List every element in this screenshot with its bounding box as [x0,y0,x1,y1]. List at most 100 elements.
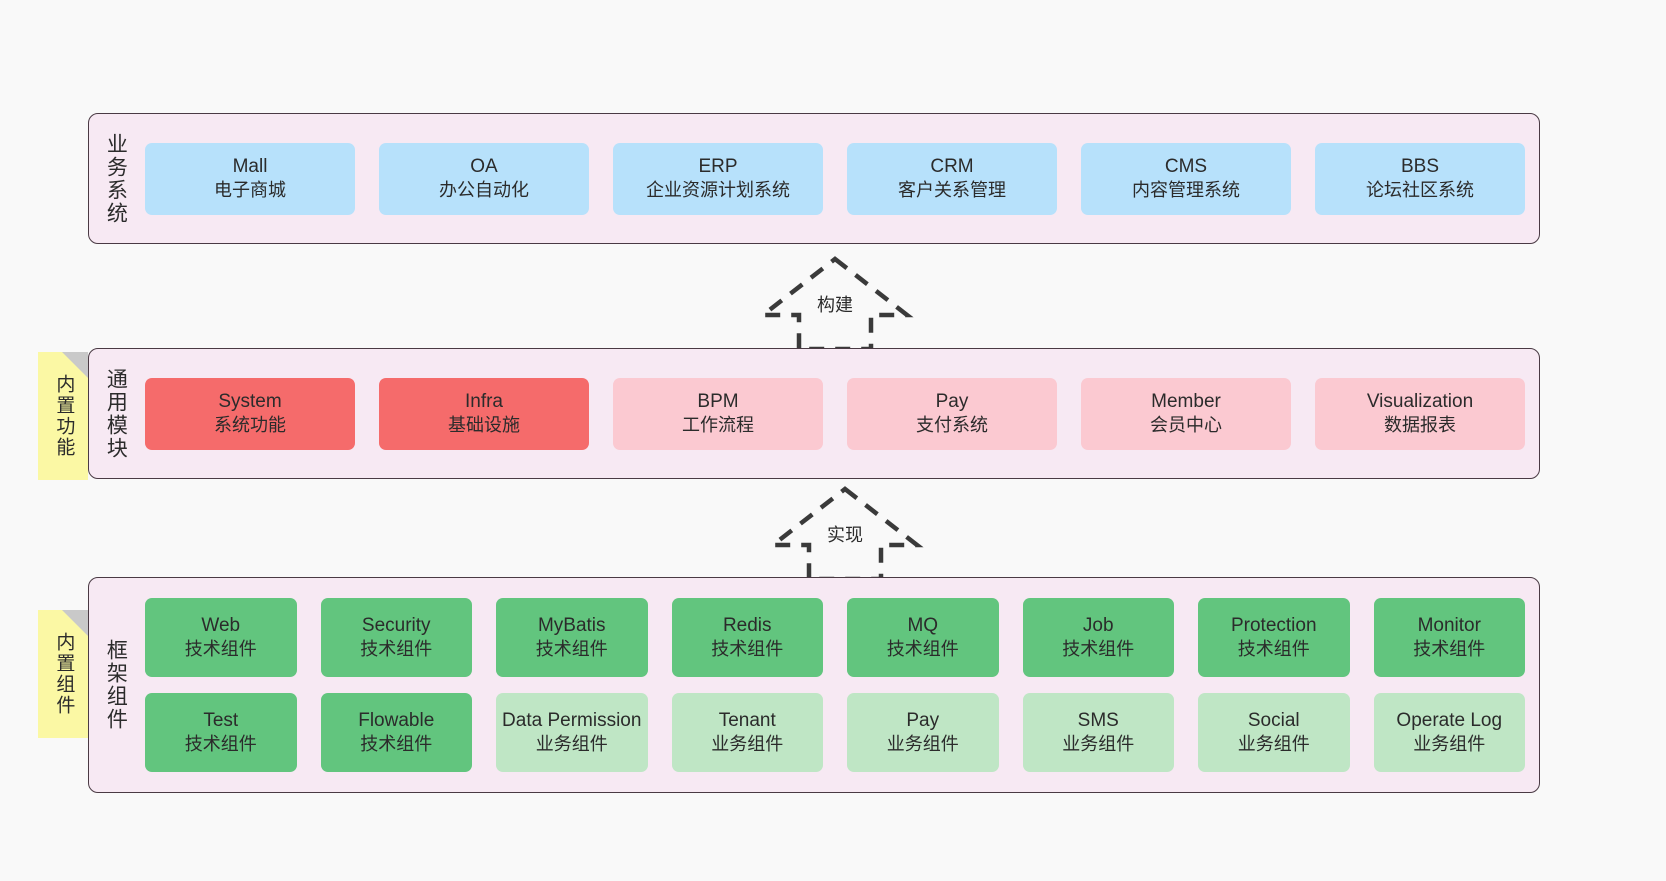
business-layer-title: 业务系统 [104,132,128,225]
implement-arrow: 实现 [765,483,925,583]
card-subtitle: 技术组件 [184,639,257,660]
card-title: Mall [232,156,268,178]
card-title: System [218,391,282,413]
module-card-member[interactable]: Member 会员中心 [1081,377,1291,450]
business-card-crm[interactable]: CRM 客户关系管理 [847,142,1057,215]
module-card-system[interactable]: System 系统功能 [145,377,355,450]
component-card-data-permission[interactable]: Data Permission 业务组件 [496,693,648,772]
card-title: Job [1082,615,1114,637]
business-card-row: Mall 电子商城 OA 办公自动化 ERP 企业资源计划系统 CRM 客户关系… [145,142,1525,215]
dashed-up-arrow-icon [766,486,924,582]
card-subtitle: 技术组件 [1237,639,1310,660]
framework-card-row-2: Test 技术组件 Flowable 技术组件 Data Permission … [145,693,1525,772]
component-card-mq[interactable]: MQ 技术组件 [847,598,999,677]
component-card-mybatis[interactable]: MyBatis 技术组件 [496,598,648,677]
business-card-mall[interactable]: Mall 电子商城 [145,142,355,215]
component-card-tenant[interactable]: Tenant 业务组件 [671,693,823,772]
component-card-test[interactable]: Test 技术组件 [145,693,297,772]
component-card-protection[interactable]: Protection 技术组件 [1198,598,1350,677]
card-title: Redis [722,615,772,637]
card-title: Infra [464,391,504,413]
card-subtitle: 技术组件 [360,734,433,755]
card-subtitle: 业务组件 [886,734,959,755]
card-subtitle: 工作流程 [682,415,754,436]
card-subtitle: 业务组件 [1062,734,1135,755]
card-title: MyBatis [537,615,606,637]
component-card-security[interactable]: Security 技术组件 [320,598,472,677]
card-title: Security [361,615,431,637]
card-subtitle: 技术组件 [184,734,257,755]
card-subtitle: 会员中心 [1150,415,1222,436]
framework-layer-body: Web 技术组件 Security 技术组件 MyBatis 技术组件 Redi… [141,578,1539,792]
build-arrow: 构建 [755,253,915,353]
card-subtitle: 技术组件 [1062,639,1135,660]
common-layer-title: 通用模块 [104,367,128,460]
card-subtitle: 技术组件 [1413,639,1486,660]
business-card-erp[interactable]: ERP 企业资源计划系统 [613,142,823,215]
sticky-note-builtin-components: 内置组件 [38,610,88,738]
card-title: Social [1247,710,1300,732]
component-card-flowable[interactable]: Flowable 技术组件 [320,693,472,772]
component-card-monitor[interactable]: Monitor 技术组件 [1373,598,1525,677]
card-title: Tenant [718,710,776,732]
module-card-pay[interactable]: Pay 支付系统 [847,377,1057,450]
card-subtitle: 系统功能 [214,415,286,436]
card-title: BPM [697,391,739,413]
sticky-note-builtin-features: 内置功能 [38,352,88,480]
card-title: Monitor [1417,615,1481,637]
card-subtitle: 基础设施 [448,415,520,436]
card-title: MQ [907,615,939,637]
module-card-visualization[interactable]: Visualization 数据报表 [1315,377,1525,450]
card-title: Pay [906,710,940,732]
card-title: ERP [698,156,738,178]
sticky-note-text: 内置功能 [53,374,75,458]
component-card-job[interactable]: Job 技术组件 [1022,598,1174,677]
card-title: Web [201,615,241,637]
component-card-operate-log[interactable]: Operate Log 业务组件 [1373,693,1525,772]
module-card-infra[interactable]: Infra 基础设施 [379,377,589,450]
card-title: Test [203,710,239,732]
card-title: Pay [935,391,969,413]
card-title: CMS [1164,156,1208,178]
component-card-social[interactable]: Social 业务组件 [1198,693,1350,772]
card-subtitle: 企业资源计划系统 [646,180,790,201]
card-subtitle: 支付系统 [916,415,988,436]
card-subtitle: 技术组件 [711,639,784,660]
dashed-up-arrow-icon [756,256,914,352]
module-card-bpm[interactable]: BPM 工作流程 [613,377,823,450]
card-title: SMS [1077,710,1119,732]
business-card-bbs[interactable]: BBS 论坛社区系统 [1315,142,1525,215]
card-title: Protection [1230,615,1317,637]
card-subtitle: 业务组件 [1237,734,1310,755]
card-title: BBS [1400,156,1440,178]
business-card-oa[interactable]: OA 办公自动化 [379,142,589,215]
component-card-redis[interactable]: Redis 技术组件 [671,598,823,677]
card-subtitle: 业务组件 [1413,734,1486,755]
card-subtitle: 业务组件 [535,734,608,755]
card-subtitle: 技术组件 [535,639,608,660]
framework-component-layer: 框架组件 Web 技术组件 Security 技术组件 MyBatis 技术组件… [88,577,1540,793]
framework-card-row-1: Web 技术组件 Security 技术组件 MyBatis 技术组件 Redi… [145,598,1525,677]
card-subtitle: 论坛社区系统 [1366,180,1474,201]
card-title: Data Permission [502,710,642,732]
common-layer-body: System 系统功能 Infra 基础设施 BPM 工作流程 Pay 支付系统… [141,349,1539,478]
card-subtitle: 内容管理系统 [1132,180,1240,201]
card-title: OA [470,156,498,178]
component-card-web[interactable]: Web 技术组件 [145,598,297,677]
card-subtitle: 业务组件 [711,734,784,755]
card-subtitle: 电子商城 [214,180,286,201]
card-subtitle: 技术组件 [360,639,433,660]
framework-layer-title: 框架组件 [104,639,128,731]
business-layer-body: Mall 电子商城 OA 办公自动化 ERP 企业资源计划系统 CRM 客户关系… [141,114,1539,243]
card-title: Visualization [1366,391,1474,413]
component-card-pay[interactable]: Pay 业务组件 [847,693,999,772]
card-subtitle: 数据报表 [1384,415,1456,436]
card-title: Operate Log [1396,710,1503,732]
business-card-cms[interactable]: CMS 内容管理系统 [1081,142,1291,215]
common-card-row: System 系统功能 Infra 基础设施 BPM 工作流程 Pay 支付系统… [145,377,1525,450]
card-subtitle: 办公自动化 [439,180,529,201]
common-module-layer: 通用模块 System 系统功能 Infra 基础设施 BPM 工作流程 Pay [88,348,1540,479]
card-subtitle: 技术组件 [886,639,959,660]
sticky-note-text: 内置组件 [53,632,75,716]
component-card-sms[interactable]: SMS 业务组件 [1022,693,1174,772]
